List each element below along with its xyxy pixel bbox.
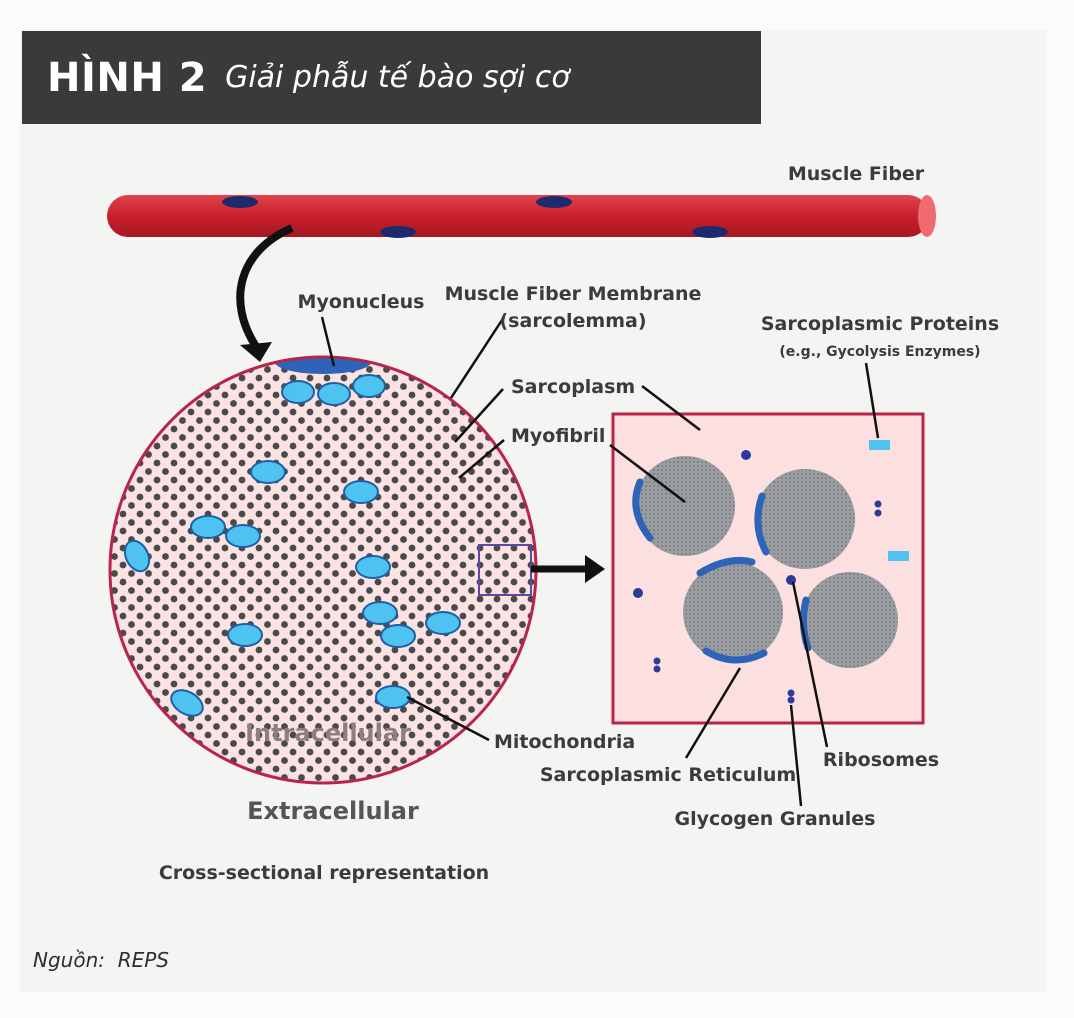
mitochondrion <box>352 374 386 398</box>
mitochondrion <box>362 601 398 625</box>
label-sarco-proteins: Sarcoplasmic Proteins <box>761 313 999 335</box>
reticulum-arc <box>754 492 770 556</box>
label-mitochondria: Mitochondria <box>494 731 635 753</box>
mitochondrion <box>425 611 461 635</box>
label-sarcoplasm: Sarcoplasm <box>511 376 635 398</box>
label-sarco-reticulum: Sarcoplasmic Reticulum <box>540 764 796 786</box>
source-label: Nguồn: <box>33 948 105 972</box>
myofibril <box>683 562 783 662</box>
muscle-fiber-cylinder <box>107 195 936 238</box>
label-cross-section: Cross-sectional representation <box>159 862 489 884</box>
label-ribosomes: Ribosomes <box>823 749 939 771</box>
glycogen-granule <box>874 500 882 508</box>
glycogen-granule <box>787 689 795 697</box>
sarco-protein <box>869 440 890 450</box>
mitochondrion <box>170 689 204 717</box>
label-extracellular: Extracellular <box>247 797 419 825</box>
myofibril <box>802 572 898 668</box>
ribosome <box>633 588 643 598</box>
fiber-nucleus <box>536 196 572 208</box>
figure-number: HÌNH 2 <box>47 54 208 101</box>
myofibril <box>635 456 735 556</box>
label-intracellular: Intracellular <box>245 719 411 747</box>
reticulum-arc <box>696 556 756 577</box>
mitochondria-group <box>123 374 461 717</box>
mitochondrion <box>250 460 286 484</box>
glycogen-granule <box>653 657 661 665</box>
label-glycogen: Glycogen Granules <box>675 808 876 830</box>
sarco-protein <box>888 551 909 561</box>
myofibril <box>755 469 855 569</box>
mitochondrion <box>355 555 391 579</box>
reticulum-arc <box>702 647 768 664</box>
zoom-arrow-head <box>585 555 605 583</box>
glycogen-granule <box>653 665 661 673</box>
mitochondrion <box>227 623 263 647</box>
fiber-nucleus <box>380 226 416 238</box>
fiber-nucleus <box>222 196 258 208</box>
curved-arrow-head <box>240 342 272 362</box>
label-sarco-proteins-sub: (e.g., Gycolysis Enzymes) <box>779 344 980 360</box>
mitochondrion <box>225 524 261 548</box>
fiber-nucleus <box>692 226 728 238</box>
source-line: Nguồn: REPS <box>33 948 169 972</box>
glycogen-granule <box>874 509 882 517</box>
mitochondrion <box>343 480 379 504</box>
glycogen-granule <box>787 696 795 704</box>
source-value: REPS <box>117 948 169 972</box>
label-membrane-sub: (sarcolemma) <box>500 310 647 332</box>
mitochondrion <box>317 382 351 406</box>
reticulum-arc <box>632 478 654 542</box>
figure-title: Giải phẫu tế bào sợi cơ <box>225 60 570 95</box>
zoomed-section <box>611 412 925 725</box>
leader-lines <box>320 316 880 807</box>
curved-arrow <box>236 224 294 351</box>
figure-header: HÌNH 2 Giải phẫu tế bào sợi cơ <box>22 31 761 124</box>
ribosome <box>741 450 751 460</box>
label-myonucleus: Myonucleus <box>298 291 425 313</box>
myonucleus <box>275 357 371 374</box>
label-membrane: Muscle Fiber Membrane <box>445 283 702 305</box>
mitochondrion <box>281 380 315 404</box>
label-muscle-fiber: Muscle Fiber <box>788 163 925 185</box>
mitochondrion <box>380 624 416 648</box>
mitochondrion <box>123 539 151 573</box>
label-myofibril: Myofibril <box>511 425 605 447</box>
mitochondrion <box>190 515 226 539</box>
mitochondrion <box>375 685 411 709</box>
cross-section-circle <box>108 355 538 785</box>
